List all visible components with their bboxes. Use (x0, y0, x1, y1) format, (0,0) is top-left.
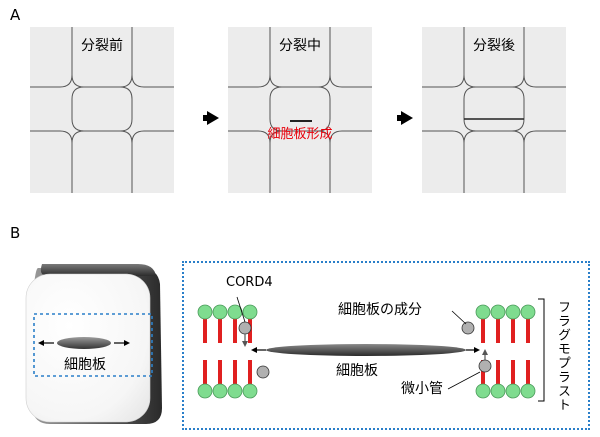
cell-3d-illustration (25, 264, 162, 424)
arrow-right-icon-1 (207, 111, 219, 125)
cell-plate-component-label: 細胞板の成分 (338, 302, 422, 318)
phragmoplast-diagram (197, 296, 545, 402)
cell-walls-before (30, 27, 174, 193)
arrow-right-icon-2 (401, 111, 413, 125)
zoom-detail-box (182, 261, 590, 430)
stage-label-after: 分裂後 (473, 38, 515, 54)
panel-b-letter: B (10, 224, 21, 242)
cell-plate-3d (57, 337, 111, 349)
cell-walls-after (422, 27, 566, 193)
cell-walls-during (228, 27, 372, 193)
stage-before-division: 分裂前 (30, 27, 174, 193)
stage-label-during: 分裂中 (279, 38, 321, 54)
microtubule-label: 微小管 (401, 381, 443, 397)
left-membrane-cluster (197, 304, 270, 399)
cell-plate-label-detail: 細胞板 (336, 363, 378, 379)
cell-plate-label-3d: 細胞板 (64, 357, 106, 373)
stage-label-before: 分裂前 (81, 38, 123, 54)
cell-plate-formation-label: 細胞板形成 (267, 127, 333, 142)
stage-after-division: 分裂後 (422, 27, 566, 193)
cell-plate-detail (266, 344, 466, 356)
cord4-label: CORD4 (226, 275, 273, 290)
arrow-stem-2 (397, 115, 402, 121)
arrow-stem-1 (203, 115, 208, 121)
phragmoplast-label: フラグモプラスト (555, 300, 570, 412)
right-membrane-cluster (461, 304, 536, 399)
phragmoplast-bracket (538, 298, 545, 402)
stage-during-division: 分裂中 細胞板形成 (228, 27, 372, 193)
panel-a-letter: A (10, 6, 21, 24)
